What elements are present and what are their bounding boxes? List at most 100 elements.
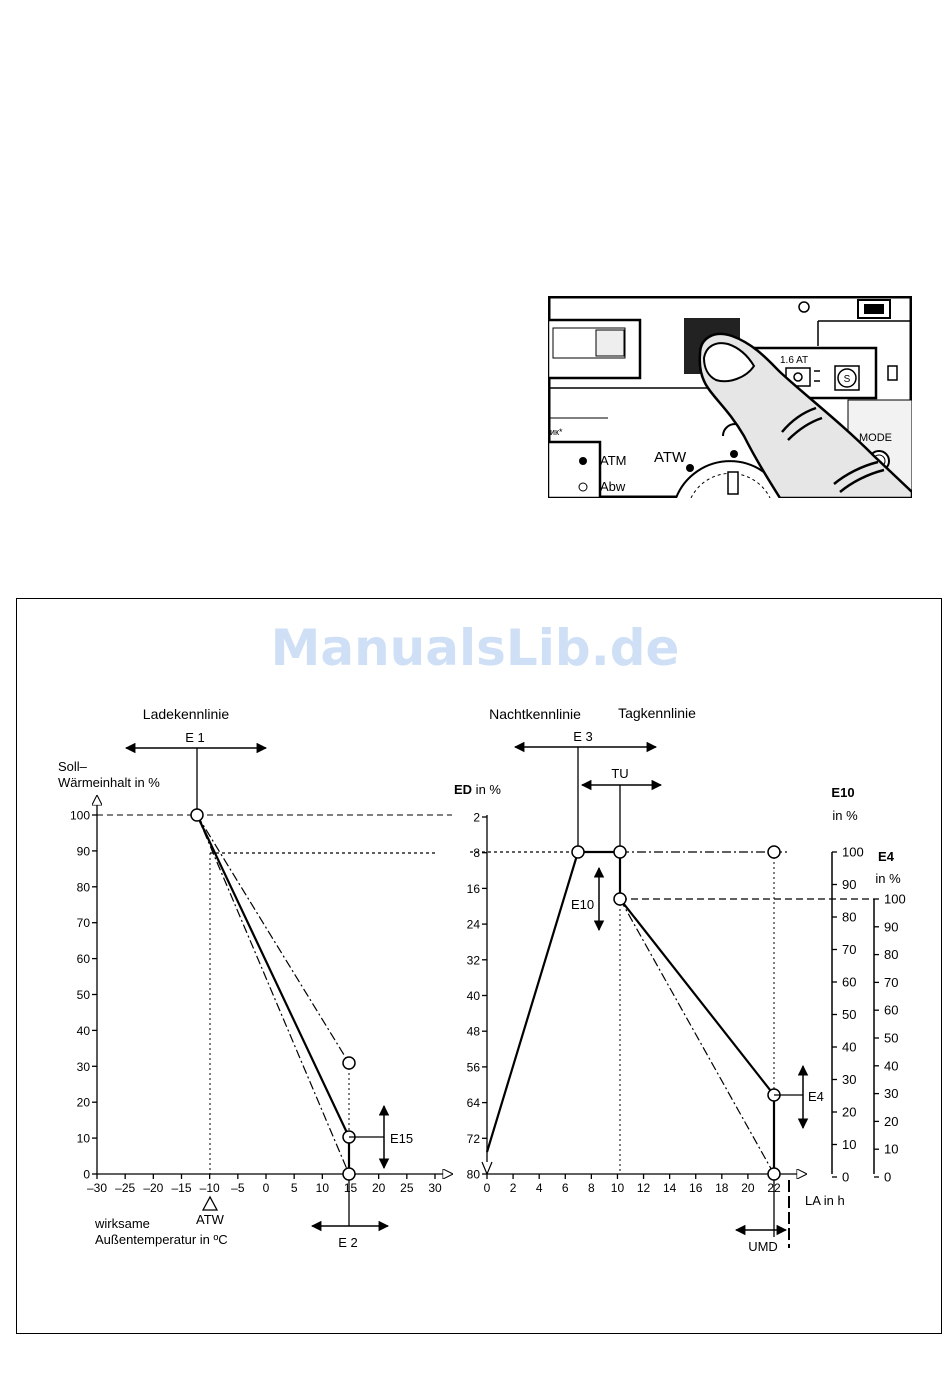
ed-tick-label: 80 [467,1168,481,1182]
left-x-tick-label: 15 [344,1181,358,1195]
e4-tick-label: 80 [884,947,898,962]
ed-tick-label: 56 [467,1060,481,1074]
ed-tick-label: 8 [473,846,480,860]
left-x-tick-label: –20 [143,1181,163,1195]
charging-curve-lower [196,814,350,1175]
left-y-tick-label: 30 [77,1060,91,1074]
e4-title: E4 [878,849,895,864]
left-y-tick-label: 80 [77,880,91,894]
e2-label: E 2 [338,1235,358,1250]
left-y-tick-label: 20 [77,1096,91,1110]
left-y-tick-label: 70 [77,916,91,930]
e10-tick-label: 0 [842,1170,849,1185]
e4-tick-label: 0 [884,1170,891,1185]
e10-side-label: E10 [571,897,594,912]
night-curve [485,850,776,1174]
left-x-tick-label: 30 [428,1181,442,1195]
e4-tick-label: 20 [884,1114,898,1129]
e4-tick-label: 70 [884,975,898,990]
s-button[interactable] [837,368,857,388]
la-tick-label: 8 [588,1181,595,1195]
la-tick-label: 16 [689,1181,703,1195]
ed-tick-label: 40 [467,989,481,1003]
e3-label: E 3 [573,729,593,744]
ed-tick-label: 24 [467,918,481,932]
la-tick-label: 0 [484,1181,491,1195]
la-tick-label: 12 [637,1181,651,1195]
fuse-label: 1.6 AT [780,355,808,366]
left-y-tick-label: 90 [77,844,91,858]
e10-tick-label: 20 [842,1105,856,1120]
e10-tick-label: 50 [842,1007,856,1022]
la-tick-label: 10 [611,1181,625,1195]
s-button-label: S [844,374,851,385]
e1-label: E 1 [185,730,205,745]
point-100 [190,808,204,822]
left-x-tick-label: –10 [200,1181,220,1195]
x-axis-label-1: wirksame [94,1216,150,1231]
e10-tick-label: 40 [842,1040,856,1055]
umd-label: UMD [748,1239,778,1254]
charging-curve-upper [196,814,350,1064]
node-e10 [613,892,627,906]
left-y-tick-label: 40 [77,1024,91,1038]
charging-curve-main [196,814,350,1138]
y-axis-label-2: Wärmeinhalt in % [58,775,160,790]
atw-label: ATW [196,1212,225,1227]
e4-side-label: E4 [808,1089,824,1104]
point-0 [342,1167,356,1181]
controller-photo: 1.6 AT S ик* ATM Abw ATW MODE [548,296,912,498]
ladekennlinie-title: Ladekennlinie [143,706,230,722]
ed-tick-label: 48 [467,1025,481,1039]
partial-label: ик* [550,427,563,437]
e10-tick-label: 10 [842,1137,856,1152]
atw-triangle-icon [201,1195,219,1211]
left-x-tick-label: –30 [87,1181,107,1195]
left-y-tick-label: 0 [83,1168,90,1182]
atm-label: ATM [600,453,626,468]
y-axis-label-1: Soll– [58,759,88,774]
left-x-tick-label: –15 [171,1181,191,1195]
diagram-frame [16,598,942,1334]
left-y-tick-label: 10 [77,1132,91,1146]
left-x-tick-label: 5 [291,1181,298,1195]
left-x-tick-label: –25 [115,1181,135,1195]
ed-tick-label: 2 [473,811,480,825]
node-e3 [571,845,585,859]
node-end [767,1167,781,1181]
tagkennlinie-title: Tagkennlinie [618,705,696,721]
e4-tick-label: 30 [884,1086,898,1101]
nachtkennlinie-title: Nachtkennlinie [489,706,581,722]
la-label: LA in h [805,1193,845,1208]
left-y-tick-label: 60 [77,952,91,966]
e4-tick-label: 60 [884,1003,898,1018]
e10-title: E10 [831,785,854,800]
mode-label: MODE [859,432,892,444]
left-x-tick-label: 10 [316,1181,330,1195]
abw-label: Abw [600,479,626,494]
e10-tick-label: 30 [842,1072,856,1087]
ed-tick-label: 16 [467,882,481,896]
e15-label: E15 [390,1131,413,1146]
ed-tick-label: 72 [467,1132,481,1146]
la-tick-label: 14 [663,1181,677,1195]
day-curve-lower [619,898,775,1175]
left-x-tick-label: 0 [263,1181,270,1195]
e4-tick-label: 50 [884,1031,898,1046]
ed-tick-label: 32 [467,953,481,967]
e10-tick-label: 100 [842,845,864,860]
atw-photo-label: ATW [654,449,687,466]
point-30 [342,1056,356,1070]
e10-unit: in % [832,808,858,823]
ed-axis-label: ED in % [454,782,501,797]
e10-tick-label: 70 [842,942,856,957]
x-axis-label-2: Außentemperatur in ºC [95,1232,228,1247]
left-x-tick-label: 25 [400,1181,414,1195]
la-tick-label: 20 [741,1181,755,1195]
e4-tick-label: 10 [884,1142,898,1157]
abw-led [578,482,588,492]
tu-label: TU [611,766,628,781]
ed-tick-label: 64 [467,1096,481,1110]
e4-tick-label: 90 [884,919,898,934]
